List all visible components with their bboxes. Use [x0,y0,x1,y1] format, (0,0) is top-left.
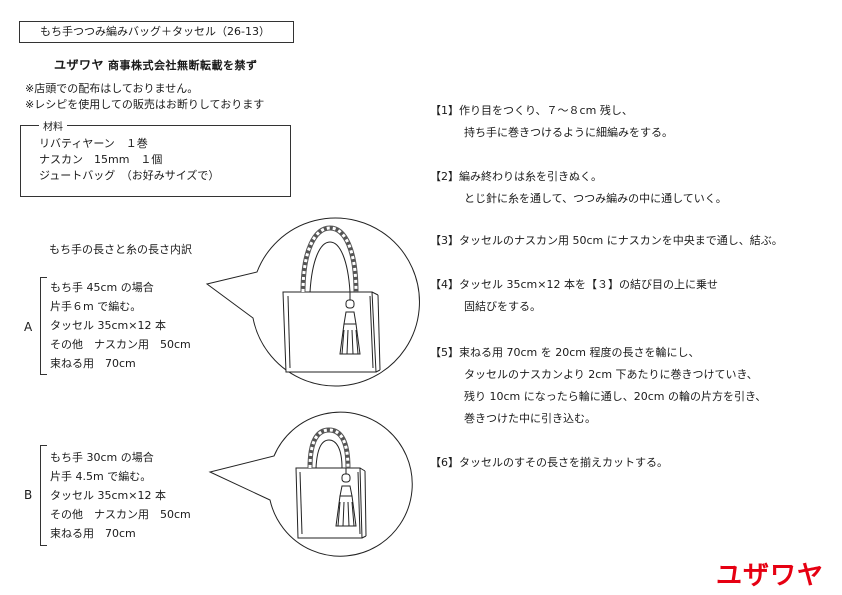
step-2: 【2】編み終わりは糸を引きぬく。 とじ針に糸を通して、つつみ編みの中に通していく… [430,166,727,210]
variant-line: その他 ナスカン用 50cm [50,338,191,351]
variant-b-letter: B [24,488,33,502]
step-line: 巻きつけた中に引き込む。 [464,412,596,425]
step-line: タッセルのナスカン用 50cm にナスカンを中央まで通し、結ぶ。 [459,234,783,247]
step-line: 固結びをする。 [464,300,541,313]
step-line: 残り 10cm になったら輪に通し、20cm の輪の片方を引き、 [464,390,767,403]
copyright-line: ユザワヤ商事株式会社無断転載を禁ず [54,56,258,73]
materials-list: リバティヤーン １巻 ナスカン 15mm １個 ジュートバッグ （お好みサイズで… [39,136,219,184]
step-line: とじ針に糸を通して、つつみ編みの中に通していく。 [464,192,727,205]
materials-label: 材料 [39,118,67,133]
step-5: 【5】束ねる用 70cm を 20cm 程度の長さを輪にし、 タッセルのナスカン… [430,342,766,430]
variant-a-bracket [40,277,47,375]
materials-box: 材料 リバティヤーン １巻 ナスカン 15mm １個 ジュートバッグ （お好みサ… [20,118,291,197]
notice-no-distribution: ※店頭での配布はしておりません。 [25,82,199,95]
variant-line: 束ねる用 70cm [50,357,136,370]
step-number: 【5】 [430,346,459,359]
breakdown-heading: もち手の長さと糸の長さ内訳 [49,243,192,256]
step-line: 束ねる用 70cm を 20cm 程度の長さを輪にし、 [459,346,700,359]
bag-a-icon [282,225,381,373]
variant-line: その他 ナスカン用 50cm [50,508,191,521]
step-line: タッセルのナスカンより 2cm 下あたりに巻きつけていき、 [464,368,758,381]
variant-line: 片手６m で編む。 [50,300,142,313]
variant-line: 片手 4.5m で編む。 [50,470,152,483]
step-number: 【1】 [430,104,459,117]
brand-name: ユザワヤ [54,58,105,72]
step-6: 【6】タッセルのすその長さを揃えカットする。 [430,452,668,474]
variant-a-list: もち手 45cm の場合 片手６m で編む。 タッセル 35cm×12 本 その… [50,278,191,373]
step-line: 持ち手に巻きつけるように細編みをする。 [464,126,673,139]
material-item: ジュートバッグ （お好みサイズで） [39,169,220,182]
variant-b-bracket [40,445,47,546]
variant-line: もち手 30cm の場合 [50,451,154,464]
step-line: タッセルのすその長さを揃えカットする。 [459,456,668,469]
step-4: 【4】タッセル 35cm×12 本を【３】の結び目の上に乗せ 固結びをする。 [430,274,718,318]
step-line: タッセル 35cm×12 本を【３】の結び目の上に乗せ [459,278,718,291]
material-item: ナスカン 15mm １個 [39,153,163,166]
variant-line: 束ねる用 70cm [50,527,136,540]
step-line: 作り目をつくり、７～８cm 残し、 [459,104,633,117]
step-number: 【4】 [430,278,459,291]
brand-logo: ユザワヤ [715,561,824,591]
step-number: 【2】 [430,170,459,183]
copyright-notice: 商事株式会社無断転載を禁ず [108,59,258,72]
step-line: 編み終わりは糸を引きぬく。 [459,170,602,183]
material-item: リバティヤーン １巻 [39,137,148,150]
variant-b-list: もち手 30cm の場合 片手 4.5m で編む。 タッセル 35cm×12 本… [50,448,191,543]
variant-line: タッセル 35cm×12 本 [50,489,166,502]
variant-line: もち手 45cm の場合 [50,281,154,294]
variant-a-letter: A [24,320,33,334]
step-3: 【3】タッセルのナスカン用 50cm にナスカンを中央まで通し、結ぶ。 [430,230,783,252]
step-number: 【6】 [430,456,459,469]
step-1: 【1】作り目をつくり、７～８cm 残し、 持ち手に巻きつけるように細編みをする。 [430,100,673,144]
variant-line: タッセル 35cm×12 本 [50,319,166,332]
step-number: 【3】 [430,234,459,247]
recipe-title: もち手つつみ編みバッグ＋タッセル（26-13） [19,21,294,43]
bag-b-icon [295,427,367,539]
notice-no-resale: ※レシピを使用しての販売はお断りしております [25,98,265,111]
